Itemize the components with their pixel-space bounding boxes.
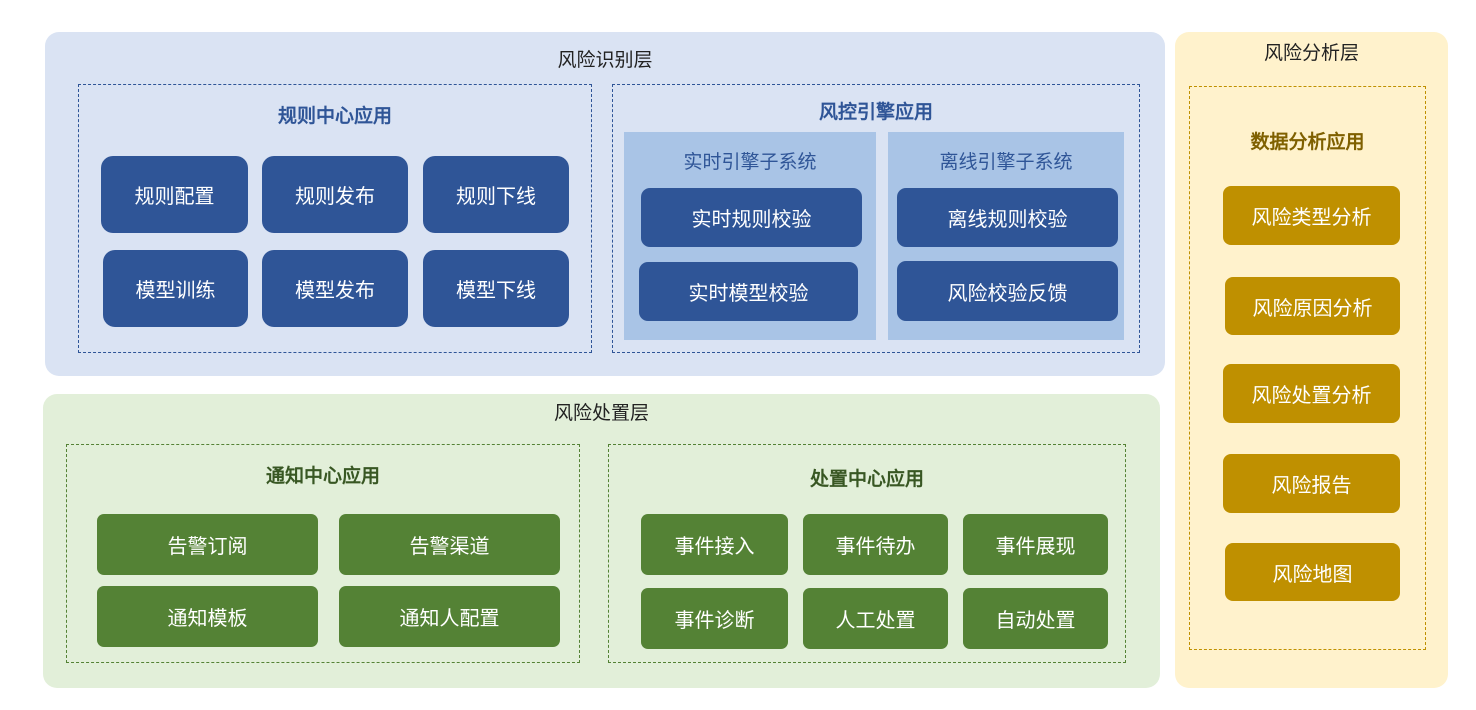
notify-center-app: 通知中心应用 (66, 444, 580, 663)
risk-analysis-layer: 风险分析层 数据分析应用 风险类型分析 风险原因分析 风险处置分析 风险报告 风… (1175, 32, 1448, 688)
model-offline-box: 模型下线 (423, 250, 569, 327)
layer-title: 风险处置层 (553, 402, 649, 424)
app-title: 处置中心应用 (809, 468, 924, 490)
auto-disposal-box: 自动处置 (963, 588, 1108, 649)
offline-rule-check-box: 离线规则校验 (897, 188, 1118, 247)
rule-center-app: 规则中心应用 (78, 84, 592, 353)
rule-offline-box: 规则下线 (423, 156, 569, 233)
event-diagnosis-box: 事件诊断 (641, 588, 788, 649)
rule-publish-box: 规则发布 (262, 156, 408, 233)
alert-channel-box: 告警渠道 (339, 514, 560, 575)
risk-cause-analysis-box: 风险原因分析 (1225, 277, 1400, 335)
realtime-model-check-box: 实时模型校验 (639, 262, 858, 321)
risk-type-analysis-box: 风险类型分析 (1223, 186, 1400, 245)
event-access-box: 事件接入 (641, 514, 788, 575)
realtime-rule-check-box: 实时规则校验 (641, 188, 862, 247)
layer-title: 风险识别层 (557, 49, 653, 71)
event-display-box: 事件展现 (963, 514, 1108, 575)
dispose-center-app: 处置中心应用 (608, 444, 1126, 663)
data-analysis-app: 数据分析应用 (1189, 86, 1426, 650)
model-publish-box: 模型发布 (262, 250, 408, 327)
alert-subscribe-box: 告警订阅 (97, 514, 318, 575)
rule-config-box: 规则配置 (101, 156, 248, 233)
risk-check-feedback-box: 风险校验反馈 (897, 261, 1118, 321)
event-todo-box: 事件待办 (803, 514, 948, 575)
app-title: 规则中心应用 (277, 105, 392, 127)
risk-map-box: 风险地图 (1225, 543, 1400, 601)
manual-disposal-box: 人工处置 (803, 588, 948, 649)
app-title: 风控引擎应用 (818, 101, 933, 123)
notify-person-config-box: 通知人配置 (339, 586, 560, 647)
risk-disposal-layer: 风险处置层 通知中心应用 告警订阅 告警渠道 通知模板 通知人配置 处置中心应用… (43, 394, 1160, 688)
subsystem-title: 实时引擎子系统 (683, 151, 817, 173)
risk-identification-layer: 风险识别层 规则中心应用 规则配置 规则发布 规则下线 模型训练 模型发布 模型… (45, 32, 1165, 376)
notify-template-box: 通知模板 (97, 586, 318, 647)
risk-report-box: 风险报告 (1223, 454, 1400, 513)
app-title: 数据分析应用 (1250, 131, 1365, 153)
app-title: 通知中心应用 (265, 465, 380, 487)
risk-disposal-analysis-box: 风险处置分析 (1223, 364, 1400, 423)
model-training-box: 模型训练 (103, 250, 248, 327)
subsystem-title: 离线引擎子系统 (939, 151, 1073, 173)
layer-title: 风险分析层 (1263, 42, 1359, 64)
risk-engine-app: 风控引擎应用 (612, 84, 1140, 353)
